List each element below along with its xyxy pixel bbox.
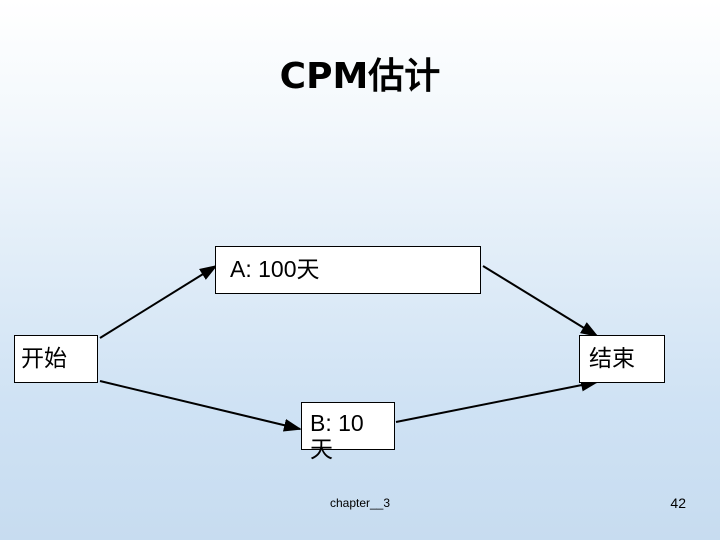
- node-task-a-label: A: 100天: [230, 256, 320, 282]
- slide-title: CPM估计: [279, 56, 441, 97]
- arrow-start-to-b: [99, 380, 302, 432]
- footer-label: chapter__3: [329, 496, 391, 510]
- node-task-a[interactable]: A: 100天: [215, 246, 481, 294]
- node-start-label: 开始: [21, 345, 67, 371]
- arrow-b-to-end: [395, 378, 599, 423]
- node-task-b-label-line2: 天: [310, 436, 333, 462]
- node-task-b-label-line1: B: 10: [310, 410, 364, 436]
- node-end-label: 结束: [589, 345, 635, 371]
- page-number: 42: [670, 495, 686, 511]
- arrow-a-to-end: [482, 265, 599, 338]
- node-task-b[interactable]: B: 10 天: [301, 402, 395, 462]
- node-end[interactable]: 结束: [579, 335, 665, 383]
- arrow-start-to-a: [99, 264, 218, 339]
- node-start[interactable]: 开始: [14, 335, 98, 383]
